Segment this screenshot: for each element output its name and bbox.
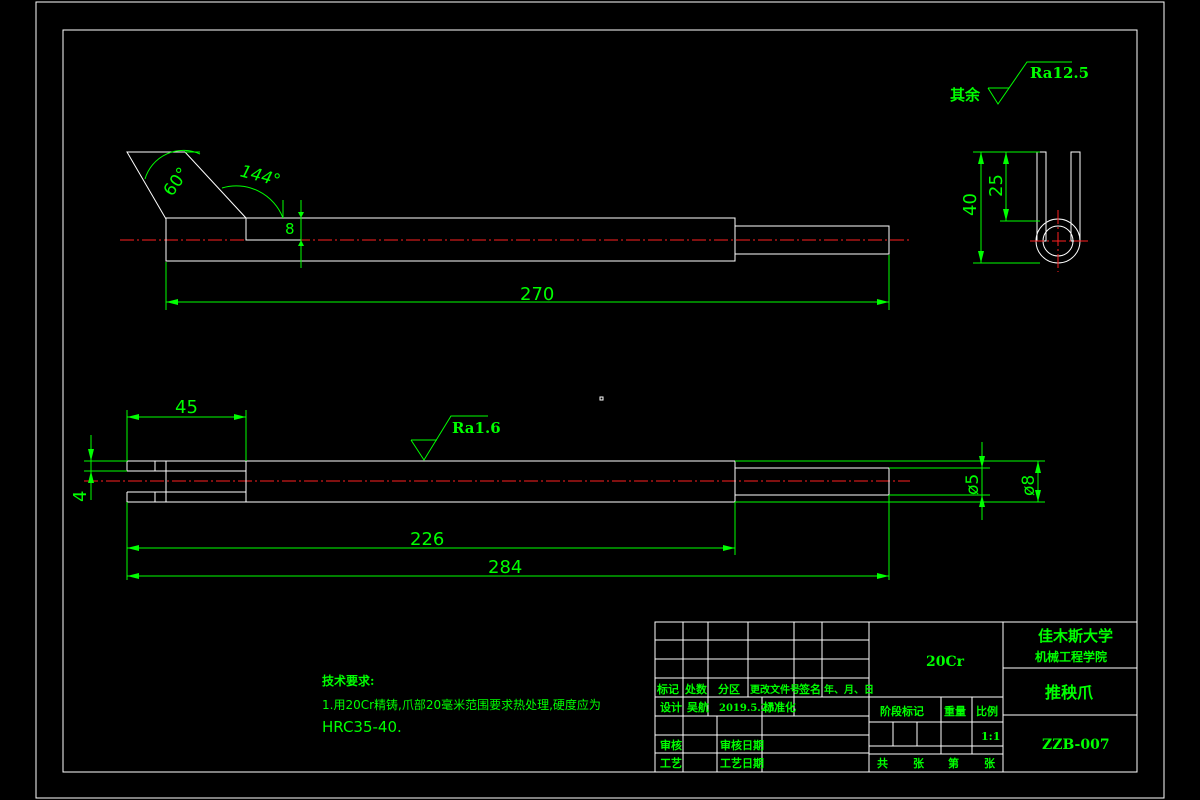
dim-d8: ø8 [1019, 475, 1039, 496]
front-view [120, 149, 910, 310]
tb-university: 佳木斯大学 [1038, 627, 1113, 645]
tech-req-line2: HRC35-40. [322, 718, 402, 736]
tb-header-date: 年、月、日 [824, 683, 874, 696]
tb-designer: 吴航 [687, 700, 709, 714]
tb-scale-label: 比例 [976, 704, 998, 718]
surface-finish-value: Ra12.5 [1030, 64, 1089, 82]
tb-stage-label: 阶段标记 [880, 704, 924, 718]
tb-review-date: 审核日期 [720, 738, 764, 752]
dim-40: 40 [960, 193, 981, 216]
tb-scale-value: 1:1 [981, 730, 1000, 743]
tb-part-name: 推秧爪 [1045, 683, 1094, 702]
side-view [973, 151, 1090, 272]
dim-284: 284 [488, 557, 522, 578]
dim-d5: ø5 [963, 474, 983, 495]
tb-header-doc: 更改文件号 [750, 683, 800, 696]
angle-60: 60° [160, 164, 194, 200]
dim-270: 270 [520, 284, 554, 305]
surface-finish-symbol [987, 61, 1072, 105]
tb-header-mark: 标记 [656, 682, 679, 696]
tech-req-heading: 技术要求: [322, 673, 374, 688]
tb-standardize: 标准化 [762, 700, 796, 714]
tb-weight-label: 重量 [944, 704, 966, 718]
roughness-ra16: Ra1.6 [452, 419, 501, 437]
tb-review-label: 审核 [660, 738, 682, 752]
title-block [654, 621, 1138, 773]
tb-drawing-no: ZZB-007 [1042, 737, 1110, 753]
dim-45: 45 [175, 397, 198, 418]
tb-sheet-unit2: 张 [984, 756, 996, 770]
tb-sheet-no: 第 [948, 756, 959, 770]
tb-header-count: 处数 [684, 682, 708, 696]
dim-4: 4 [70, 491, 91, 502]
tb-sheets-total: 共 [877, 756, 888, 770]
dim-8: 8 [285, 220, 295, 238]
tb-header-sign: 签名 [798, 682, 821, 696]
tb-process-date: 工艺日期 [720, 756, 764, 770]
tech-req-line1: 1.用20Cr精铸,爪部20毫米范围要求热处理,硬度应为 [322, 697, 601, 712]
tb-process-label: 工艺 [660, 756, 682, 770]
tb-design-label: 设计 [660, 700, 682, 714]
bottom-view [84, 396, 1045, 580]
dim-226: 226 [410, 529, 444, 550]
tb-sheets-unit: 张 [913, 756, 925, 770]
tb-material: 20Cr [926, 654, 965, 670]
dim-25: 25 [986, 174, 1007, 197]
outer-border [35, 1, 1165, 799]
surface-finish-label: 其余 [950, 86, 981, 104]
inner-border [62, 29, 1138, 773]
tb-header-zone: 分区 [718, 682, 740, 696]
tb-design-date: 2019.5.25 [719, 703, 775, 714]
tb-college: 机械工程学院 [1035, 649, 1107, 664]
